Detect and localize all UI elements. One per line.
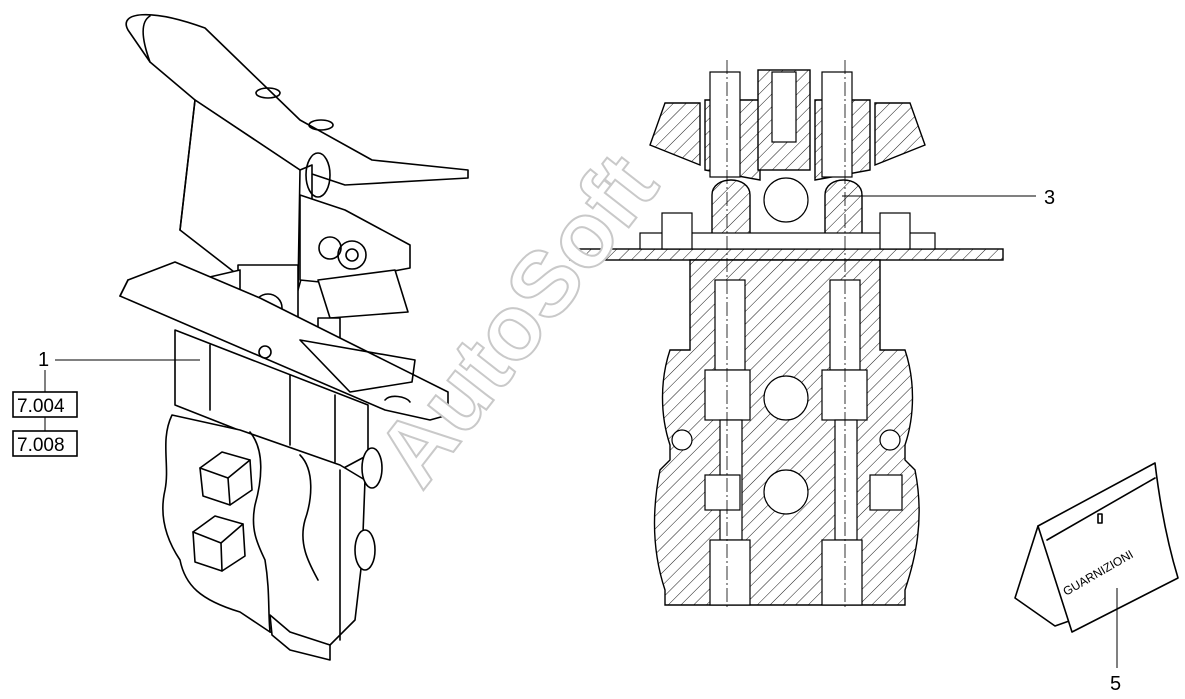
pedal-valve-perspective	[119, 13, 469, 661]
callout-1-group: 1 7.004 7.008	[12, 349, 200, 457]
callout-5-group: 5	[1110, 588, 1121, 695]
reference-7008-text: 7.008	[17, 435, 65, 456]
callout-5-label: 5	[1110, 673, 1121, 695]
reference-box-7004[interactable]	[12, 391, 78, 418]
reference-7004-text: 7.004	[17, 396, 65, 417]
watermark-text: AutoSoft	[357, 136, 676, 505]
seal-kit-envelope: GUARNIZIONI	[1014, 462, 1179, 633]
reference-box-7008[interactable]	[12, 430, 78, 457]
valve-cross-section	[569, 60, 1004, 610]
callout-3-label: 3	[1044, 187, 1055, 209]
callout-3-group: 3	[842, 187, 1055, 209]
callout-1-label: 1	[38, 349, 49, 371]
